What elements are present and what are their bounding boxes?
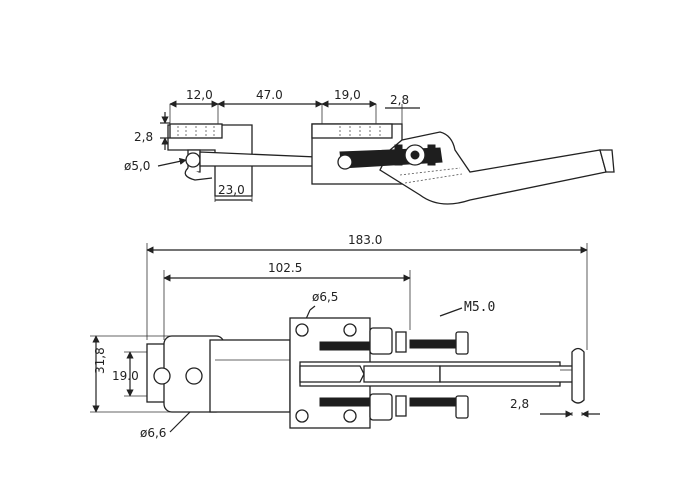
dim-2-8-plan: 2,8 xyxy=(510,397,529,411)
dim-19-plan: 19.0 xyxy=(112,369,139,383)
dim-31-8: 31,8 xyxy=(93,347,107,374)
dim-12: 12,0 xyxy=(186,88,213,102)
plan-view: 183.0 102.5 ø6,5 M5.0 31,8 19.0 ø6,6 2,8 xyxy=(90,233,600,440)
dim-m5: M5.0 xyxy=(464,300,495,315)
dim-23: 23,0 xyxy=(218,183,245,197)
dim-dia6-6: ø6,6 xyxy=(140,426,166,440)
dim-47: 47.0 xyxy=(256,88,283,102)
dim-dia6-5: ø6,5 xyxy=(312,290,338,304)
hook-body xyxy=(146,335,291,413)
catch-plate xyxy=(167,123,253,197)
dim-2-8-left: 2,8 xyxy=(134,130,153,144)
side-view: 12,0 47.0 19,0 2,8 2,8 ø5,0 23,0 xyxy=(124,88,615,205)
side-view-dimensions xyxy=(157,100,420,202)
plan-view-dimensions xyxy=(90,243,600,433)
main-base xyxy=(289,317,561,429)
dim-183: 183.0 xyxy=(348,233,382,247)
handle-lever xyxy=(337,131,615,205)
adjusting-screws xyxy=(369,327,469,421)
handle-end xyxy=(439,347,585,404)
dim-19: 19,0 xyxy=(334,88,361,102)
dim-2-8-right: 2,8 xyxy=(390,93,409,107)
dim-dia5: ø5,0 xyxy=(124,159,150,173)
dim-102-5: 102.5 xyxy=(268,261,302,275)
